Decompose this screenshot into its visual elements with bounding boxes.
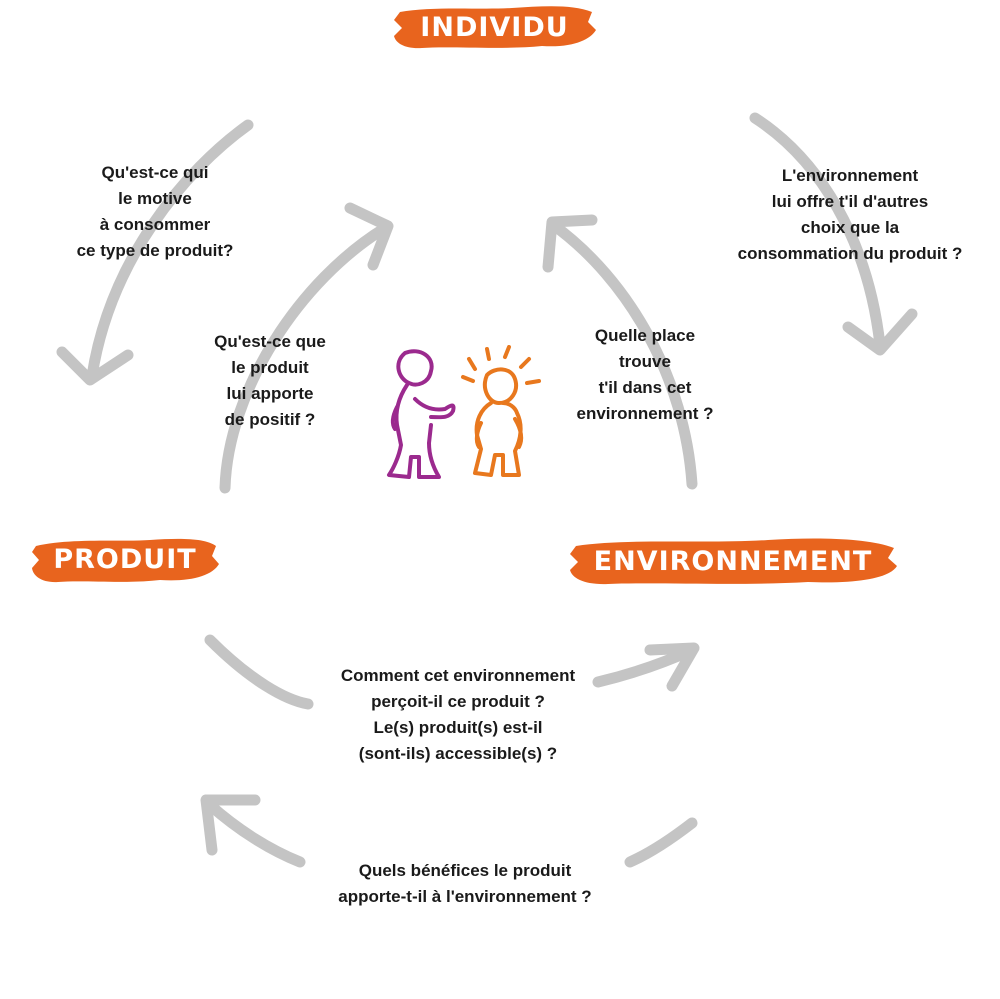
arrow-environnement-to-individu-head (542, 214, 598, 273)
brush-banner-shape (570, 538, 897, 585)
arrow-individu-to-environnement-head (842, 308, 918, 356)
node-environnement-label: ENVIRONNEMENT (593, 546, 873, 577)
brush-banner-shape (32, 538, 219, 583)
arrow-environnement-to-individu (546, 218, 698, 490)
arrow-individu-to-produit (86, 119, 254, 382)
question-environnement-to-individu: Quelle place trouve t'il dans cet enviro… (576, 326, 714, 423)
question-individu-to-produit: Qu'est-ce qui le motive à consommer ce t… (76, 163, 234, 260)
central-figures-illustration (387, 345, 541, 479)
question-environnement-to-produit: Quels bénéfices le produit apporte-t-il … (338, 861, 592, 906)
arrow-produit-to-environnement (204, 634, 314, 710)
arrow-produit-to-individu (219, 222, 391, 494)
node-environnement: ENVIRONNEMENT (568, 534, 898, 589)
node-individu-label: INDIVIDU (420, 11, 569, 43)
node-individu: INDIVIDU (392, 2, 597, 52)
arrow-environnement-to-produit-head (200, 794, 261, 856)
person-orange-icon (461, 345, 541, 477)
arrow-produit-to-individu-head (344, 202, 394, 271)
arrow-produit-to-environnement-head (644, 642, 700, 692)
arrow-individu-to-environnement (749, 112, 886, 351)
arrow-environnement-to-produit (624, 817, 698, 868)
arrow-individu-to-produit-head (56, 346, 134, 386)
node-produit: PRODUIT (30, 532, 220, 587)
question-produit-to-environnement: Comment cet environnement perçoit-il ce … (340, 666, 576, 763)
node-produit-label: PRODUIT (53, 544, 197, 575)
person-purple-icon (387, 349, 456, 479)
arrow-environnement-to-produit-tail (204, 799, 306, 868)
brush-banner-shape (394, 6, 596, 49)
question-individu-to-environnement: L'environnement lui offre t'il d'autres … (737, 166, 963, 263)
question-produit-to-individu: Qu'est-ce que le produit lui apporte de … (214, 332, 326, 429)
